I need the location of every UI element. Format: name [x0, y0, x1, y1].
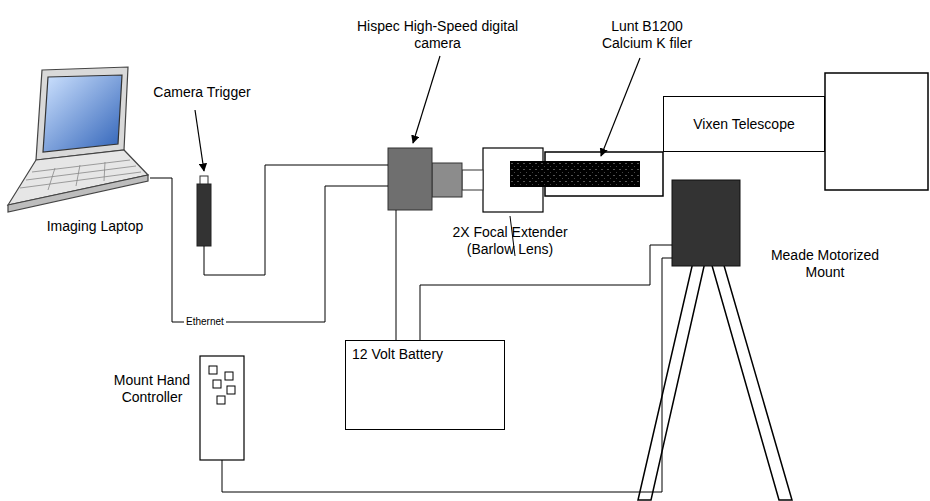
part-label: Camera Trigger	[142, 84, 262, 101]
part-label: Imaging Laptop	[35, 218, 155, 235]
leader-line	[195, 110, 204, 171]
part-label: Lunt B1200 Calcium K filer	[588, 18, 706, 52]
cable	[420, 245, 672, 340]
tripod-leg	[711, 262, 792, 500]
camera-body	[388, 148, 432, 210]
trigger-body	[197, 184, 211, 246]
cable	[204, 165, 388, 275]
part-label: Hispec High-Speed digital camera	[355, 18, 520, 52]
laptop: Imaging Laptop	[5, 66, 150, 216]
mount-body	[672, 180, 740, 266]
barlow-lens: 2X Focal Extender (Barlow Lens)	[483, 148, 543, 212]
cable	[222, 258, 672, 492]
camera-trigger: Camera Trigger	[196, 176, 212, 246]
box-label: 12 Volt Battery	[352, 346, 443, 363]
part-label: 2X Focal Extender (Barlow Lens)	[435, 224, 585, 258]
camera-lens	[432, 163, 462, 197]
hand-controller: Mount Hand Controller	[200, 356, 244, 460]
hand-controller	[200, 356, 244, 460]
calcium-filter: Lunt B1200 Calcium K filer	[510, 161, 640, 187]
calcium-filter	[510, 161, 640, 187]
camera: Hispec High-Speed digital camera	[388, 148, 432, 210]
cable	[396, 210, 397, 340]
laptop-drawing	[8, 67, 148, 212]
part-label: Meade Motorized Mount	[760, 247, 890, 281]
box-label: Vixen Telescope	[687, 116, 800, 133]
cable	[150, 178, 388, 322]
leader-line	[413, 56, 440, 143]
cable-label: Ethernet	[184, 316, 226, 328]
mount: Meade Motorized Mount	[672, 180, 740, 266]
telescope-front	[825, 73, 928, 190]
telescope-box: Vixen Telescope	[663, 96, 825, 152]
part-label: Mount Hand Controller	[108, 372, 196, 406]
controller-buttons	[209, 366, 235, 404]
tripod-leg	[638, 262, 705, 500]
battery-box: 12 Volt Battery	[345, 340, 505, 430]
leader-line	[601, 58, 640, 156]
camera-adapter	[462, 170, 483, 190]
